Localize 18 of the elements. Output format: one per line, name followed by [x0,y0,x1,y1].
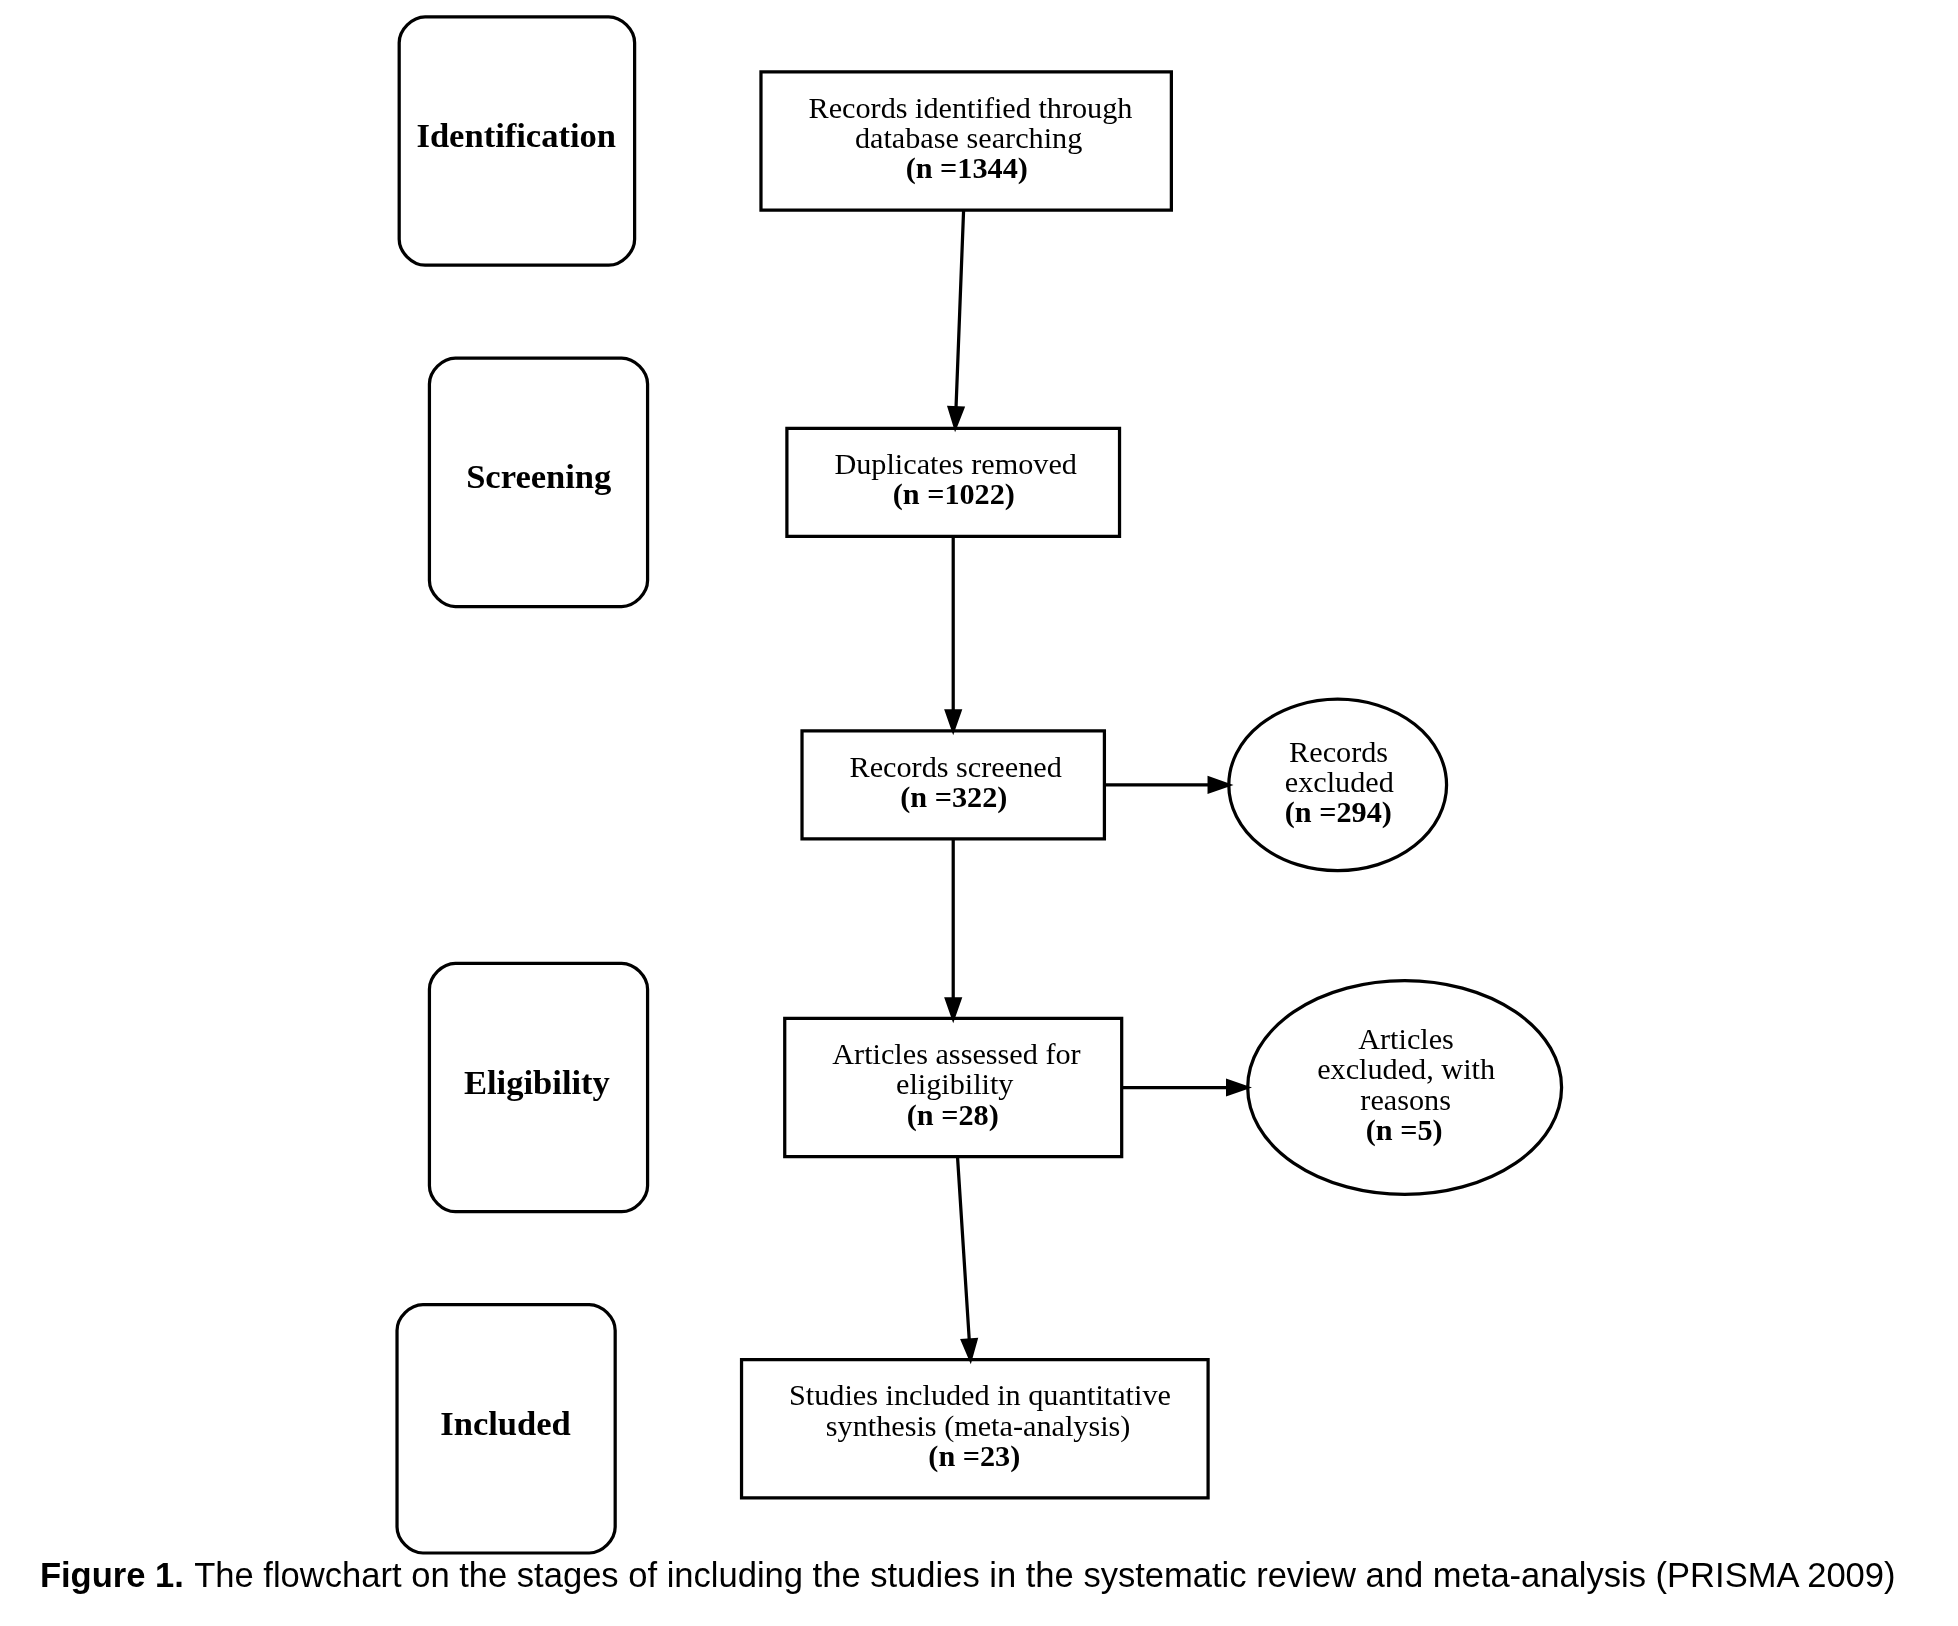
arrow [946,210,965,433]
node-box: Records screened (n =322) [799,729,1106,841]
node-box: Duplicates removed (n =1022) [784,426,1121,538]
node-box: Articles assessed for eligibility (n =28) [782,1016,1123,1159]
node-box: Eligibility [427,961,649,1214]
arrow [943,839,962,1024]
node-box: Identification [397,15,636,267]
arrow [955,1156,978,1365]
caption: Figure 1. The flowchart on the stages of including the studies in the systematic review and meta-analysis (PRISMA 2009) [39,1556,1896,1595]
arrow [1122,1078,1252,1097]
node-box: Screening [427,356,649,609]
arrow [943,536,962,736]
node-box: Included [394,1303,617,1555]
arrow [1104,775,1233,794]
node-ellipse: Articles excluded, with reasons (n =5) [1245,979,1563,1197]
node-box: Studies included in quantitative synthesis (meta-analysis) (n =23) [739,1358,1210,1500]
node-ellipse: Records excluded (n =294) [1226,697,1448,873]
node-box: Records identified through database searching (n =1344) [758,70,1173,212]
